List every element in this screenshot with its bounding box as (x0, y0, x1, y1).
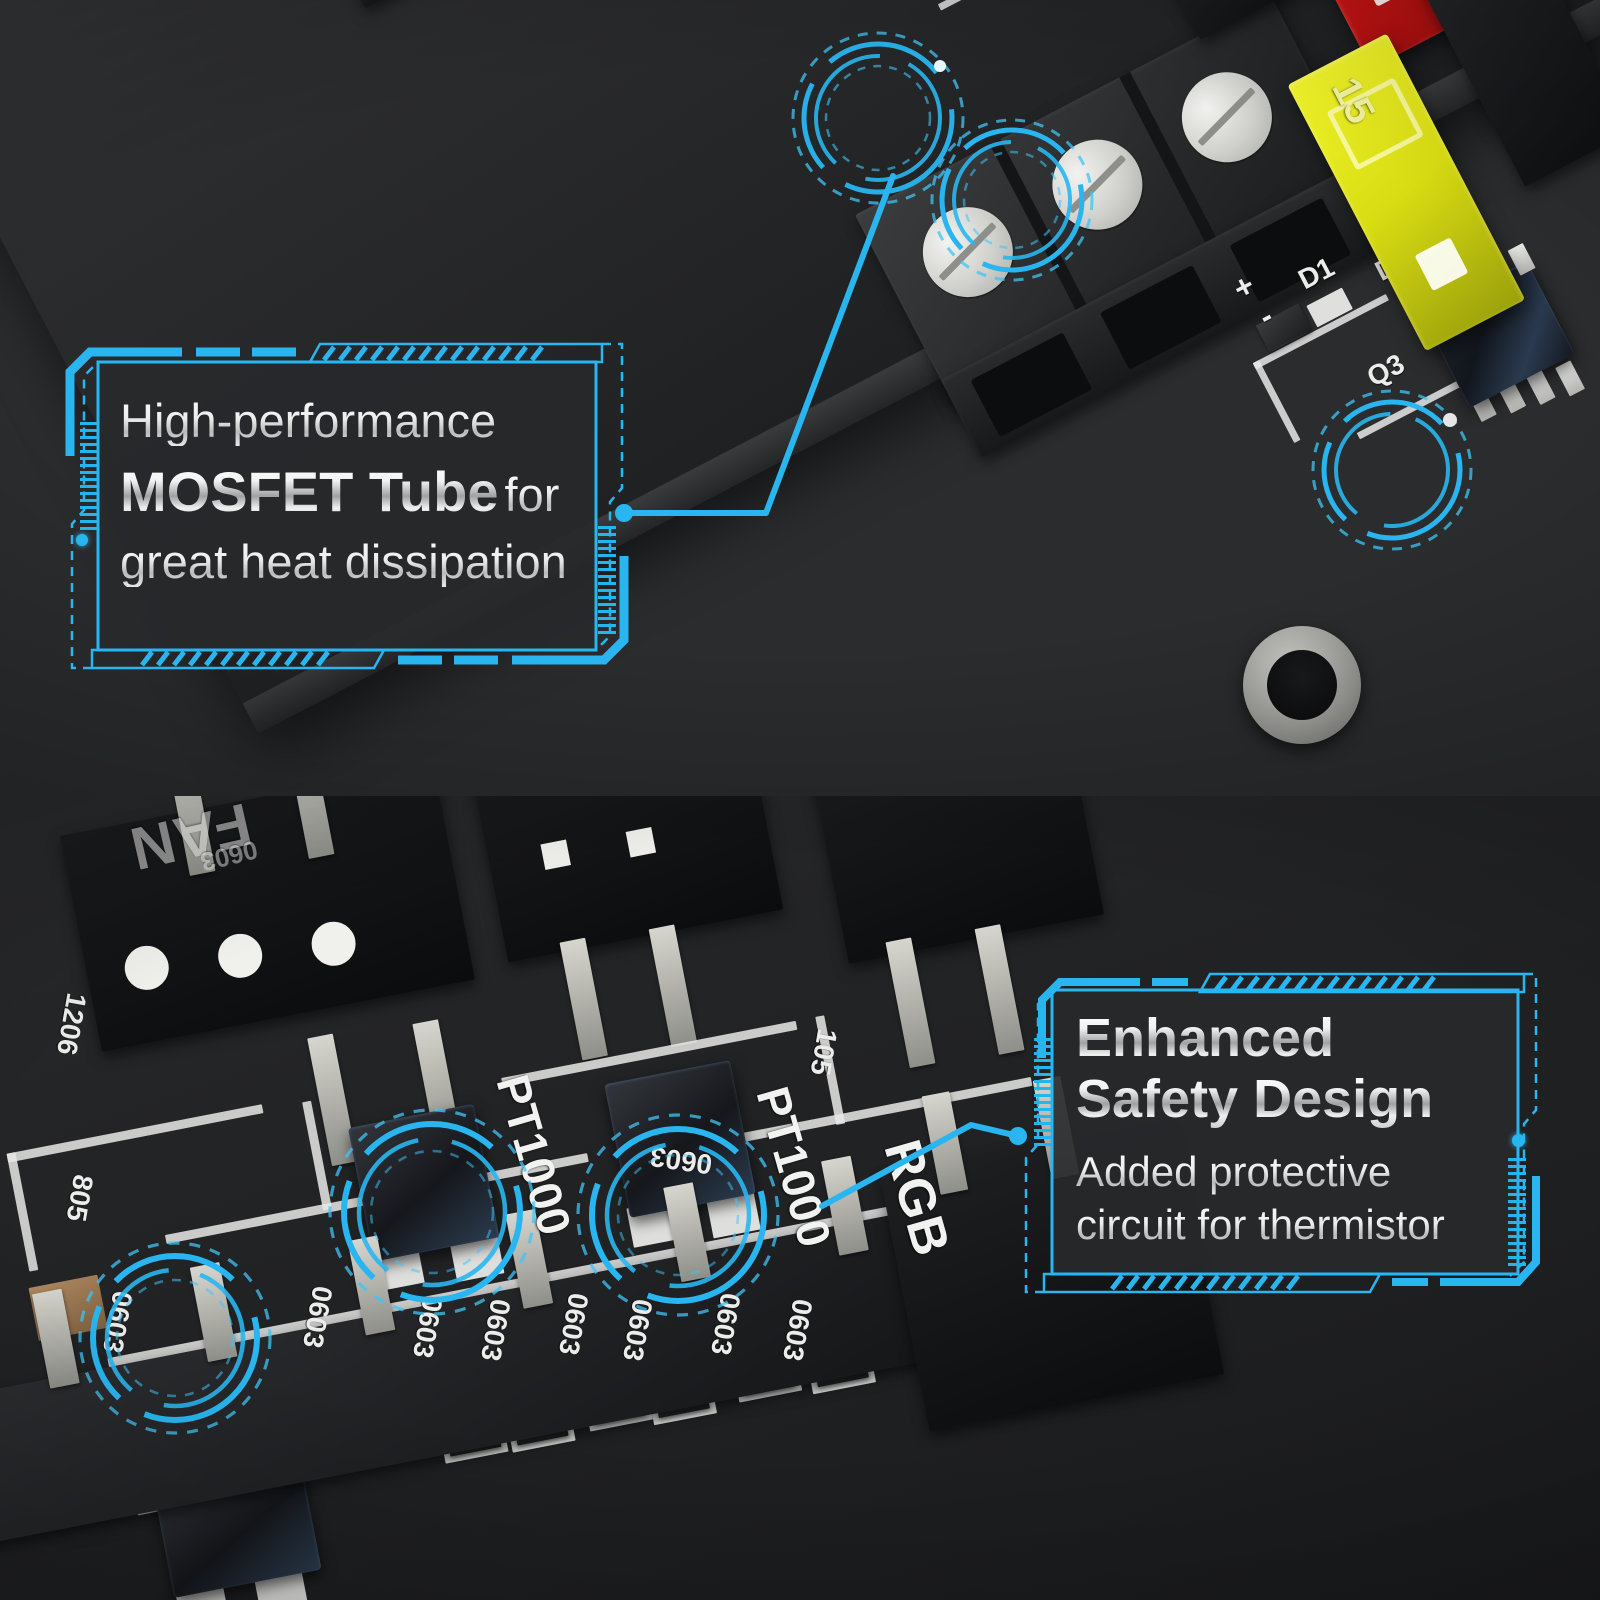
callout-safety-sub1: Added protective (1076, 1150, 1542, 1195)
hud-tick-ladder-right-2 (1508, 1158, 1526, 1276)
highlight-ring-mosfet-right (1302, 380, 1482, 560)
callout-safety-title2: Safety Design (1076, 1070, 1542, 1128)
callout-mosfet-keyword: MOSFET Tube (120, 459, 499, 523)
hud-dot-right-2 (1512, 1134, 1525, 1147)
callout-safety: Enhanced Safety Design Added protective … (1002, 962, 1542, 1302)
callout-mosfet-line1: High-performance (120, 396, 632, 446)
hud-dot-left (76, 534, 88, 546)
callout-safety-title1: Enhanced (1076, 1009, 1542, 1067)
callout-safety-sub2: circuit for thermistor (1076, 1202, 1542, 1248)
hud-tick-ladder-left (80, 422, 98, 534)
mounting-hole (1243, 626, 1361, 744)
callout-mosfet-line3: great heat dissipation (120, 537, 632, 587)
callout-mosfet-line2-tail: for (504, 467, 560, 521)
hud-tick-ladder-right (598, 526, 616, 638)
silk-q3: Q3 (1361, 347, 1410, 393)
callout-mosfet: High-performance MOSFET Tube for great h… (62, 336, 632, 676)
hud-tick-ladder-left-2 (1034, 1038, 1052, 1150)
